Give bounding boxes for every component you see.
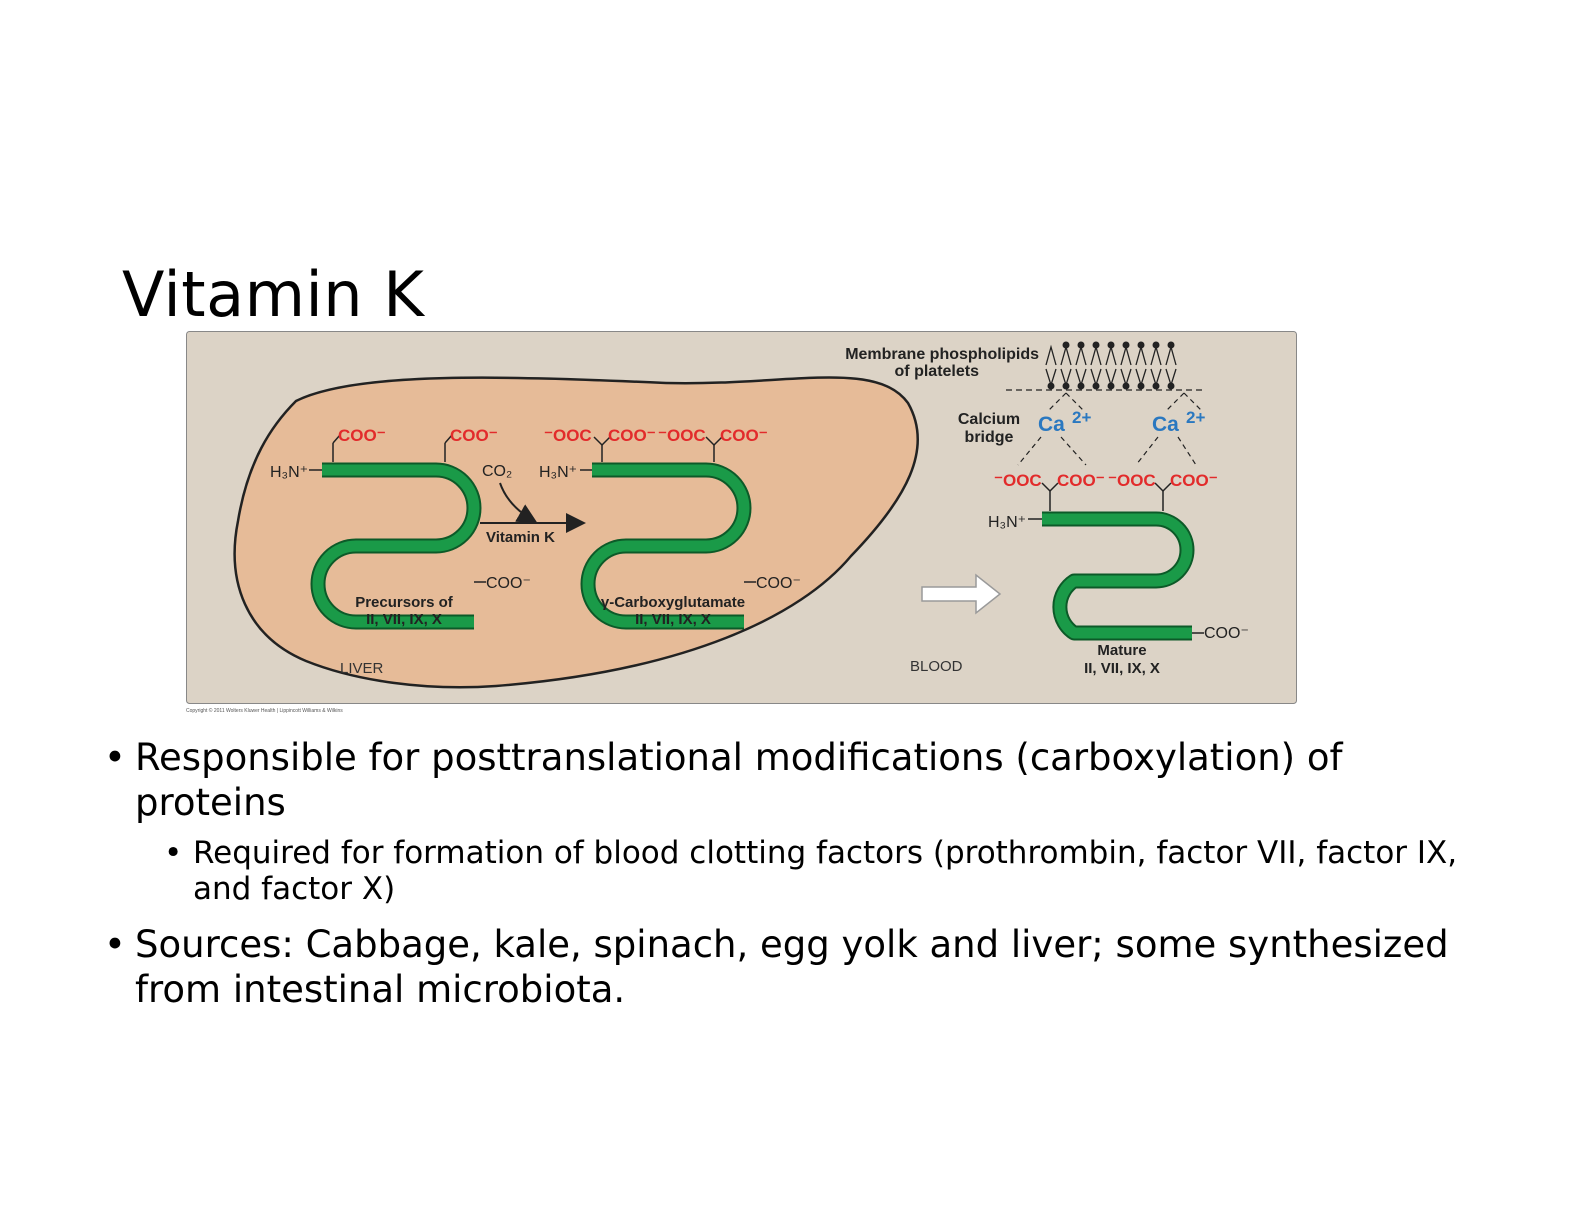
blood-label: BLOOD xyxy=(910,658,963,675)
carboxylated-label-2: II, VII, IX, X xyxy=(635,611,711,628)
co2-arrow xyxy=(499,482,538,523)
carboxylated-protein xyxy=(580,436,756,630)
mature-label-2: II, VII, IX, X xyxy=(1084,660,1160,677)
bullet-dot: • xyxy=(164,835,183,871)
calcium-ion-1: Ca 2+ xyxy=(1038,408,1091,436)
mature-gla-4: COO⁻ xyxy=(1170,471,1218,490)
svg-text:2+: 2+ xyxy=(1186,408,1205,427)
svg-text:2+: 2+ xyxy=(1072,408,1091,427)
sub-bullet-item: • Required for formation of blood clotti… xyxy=(100,835,1500,907)
carboxylated-label-1: γ-Carboxyglutamate xyxy=(601,594,745,611)
transport-arrow xyxy=(921,573,1002,615)
sub-bullet-text: Required for formation of blood clotting… xyxy=(193,835,1458,907)
bullet-text: Responsible for posttranslational modifi… xyxy=(135,736,1343,824)
mature-gla-3: ⁻OOC xyxy=(1108,471,1156,490)
slide-title: Vitamin K xyxy=(122,258,425,331)
lipid-heads xyxy=(1047,341,1175,390)
mature-n-terminus: H₃N⁺ xyxy=(988,514,1026,531)
svg-text:Ca: Ca xyxy=(1152,413,1179,436)
precursor-label-1: Precursors of xyxy=(355,594,454,611)
carboxylated-gla-2: COO⁻ xyxy=(608,426,656,445)
bullet-dot: • xyxy=(104,736,126,779)
mature-gla-2: COO⁻ xyxy=(1057,471,1105,490)
vitamin-k-figure: COO⁻ COO⁻ H₃N⁺ COO⁻ Precursors of II, VI… xyxy=(186,331,1298,705)
bullet-list: • Responsible for posttranslational modi… xyxy=(100,735,1500,1022)
membrane-label-2: of platelets xyxy=(895,363,980,380)
bullet-dot: • xyxy=(104,923,126,966)
calcium-label-1: Calcium xyxy=(958,411,1020,428)
precursor-coo-2: COO⁻ xyxy=(450,426,498,445)
calcium-label-2: bridge xyxy=(965,429,1014,446)
precursor-label-2: II, VII, IX, X xyxy=(366,611,442,628)
calcium-bridge-lines xyxy=(1017,392,1203,466)
liver-label: LIVER xyxy=(340,660,384,677)
vitamin-k-label: Vitamin K xyxy=(486,529,555,546)
svg-text:Ca: Ca xyxy=(1038,413,1065,436)
precursor-coo-1: COO⁻ xyxy=(338,426,386,445)
precursor-n-terminus: H₃N⁺ xyxy=(270,464,308,481)
carboxylated-gla-3: ⁻OOC xyxy=(658,426,706,445)
co2-label: CO₂ xyxy=(482,463,512,480)
carboxylated-gla-1: ⁻OOC xyxy=(544,426,592,445)
bullet-item: • Sources: Cabbage, kale, spinach, egg y… xyxy=(100,922,1500,1012)
carboxylated-n-terminus: H₃N⁺ xyxy=(539,464,577,481)
bullet-text: Sources: Cabbage, kale, spinach, egg yol… xyxy=(135,923,1449,1011)
mature-label-1: Mature xyxy=(1097,642,1146,659)
precursor-c-terminus: COO⁻ xyxy=(486,575,531,592)
carboxylated-c-terminus: COO⁻ xyxy=(756,575,801,592)
membrane-label-1: Membrane phospholipids xyxy=(845,346,1039,363)
calcium-ion-2: Ca 2+ xyxy=(1152,408,1205,436)
copyright-notice: Copyright © 2011 Wolters Kluwer Health |… xyxy=(186,708,343,714)
bullet-item: • Responsible for posttranslational modi… xyxy=(100,735,1500,825)
carboxylated-gla-4: COO⁻ xyxy=(720,426,768,445)
mature-c-terminus: COO⁻ xyxy=(1204,625,1249,642)
vitamin-k-diagram: COO⁻ COO⁻ H₃N⁺ COO⁻ Precursors of II, VI… xyxy=(186,331,1297,704)
mature-protein xyxy=(1028,482,1204,641)
mature-gla-1: ⁻OOC xyxy=(994,471,1042,490)
precursor-protein xyxy=(309,434,486,630)
